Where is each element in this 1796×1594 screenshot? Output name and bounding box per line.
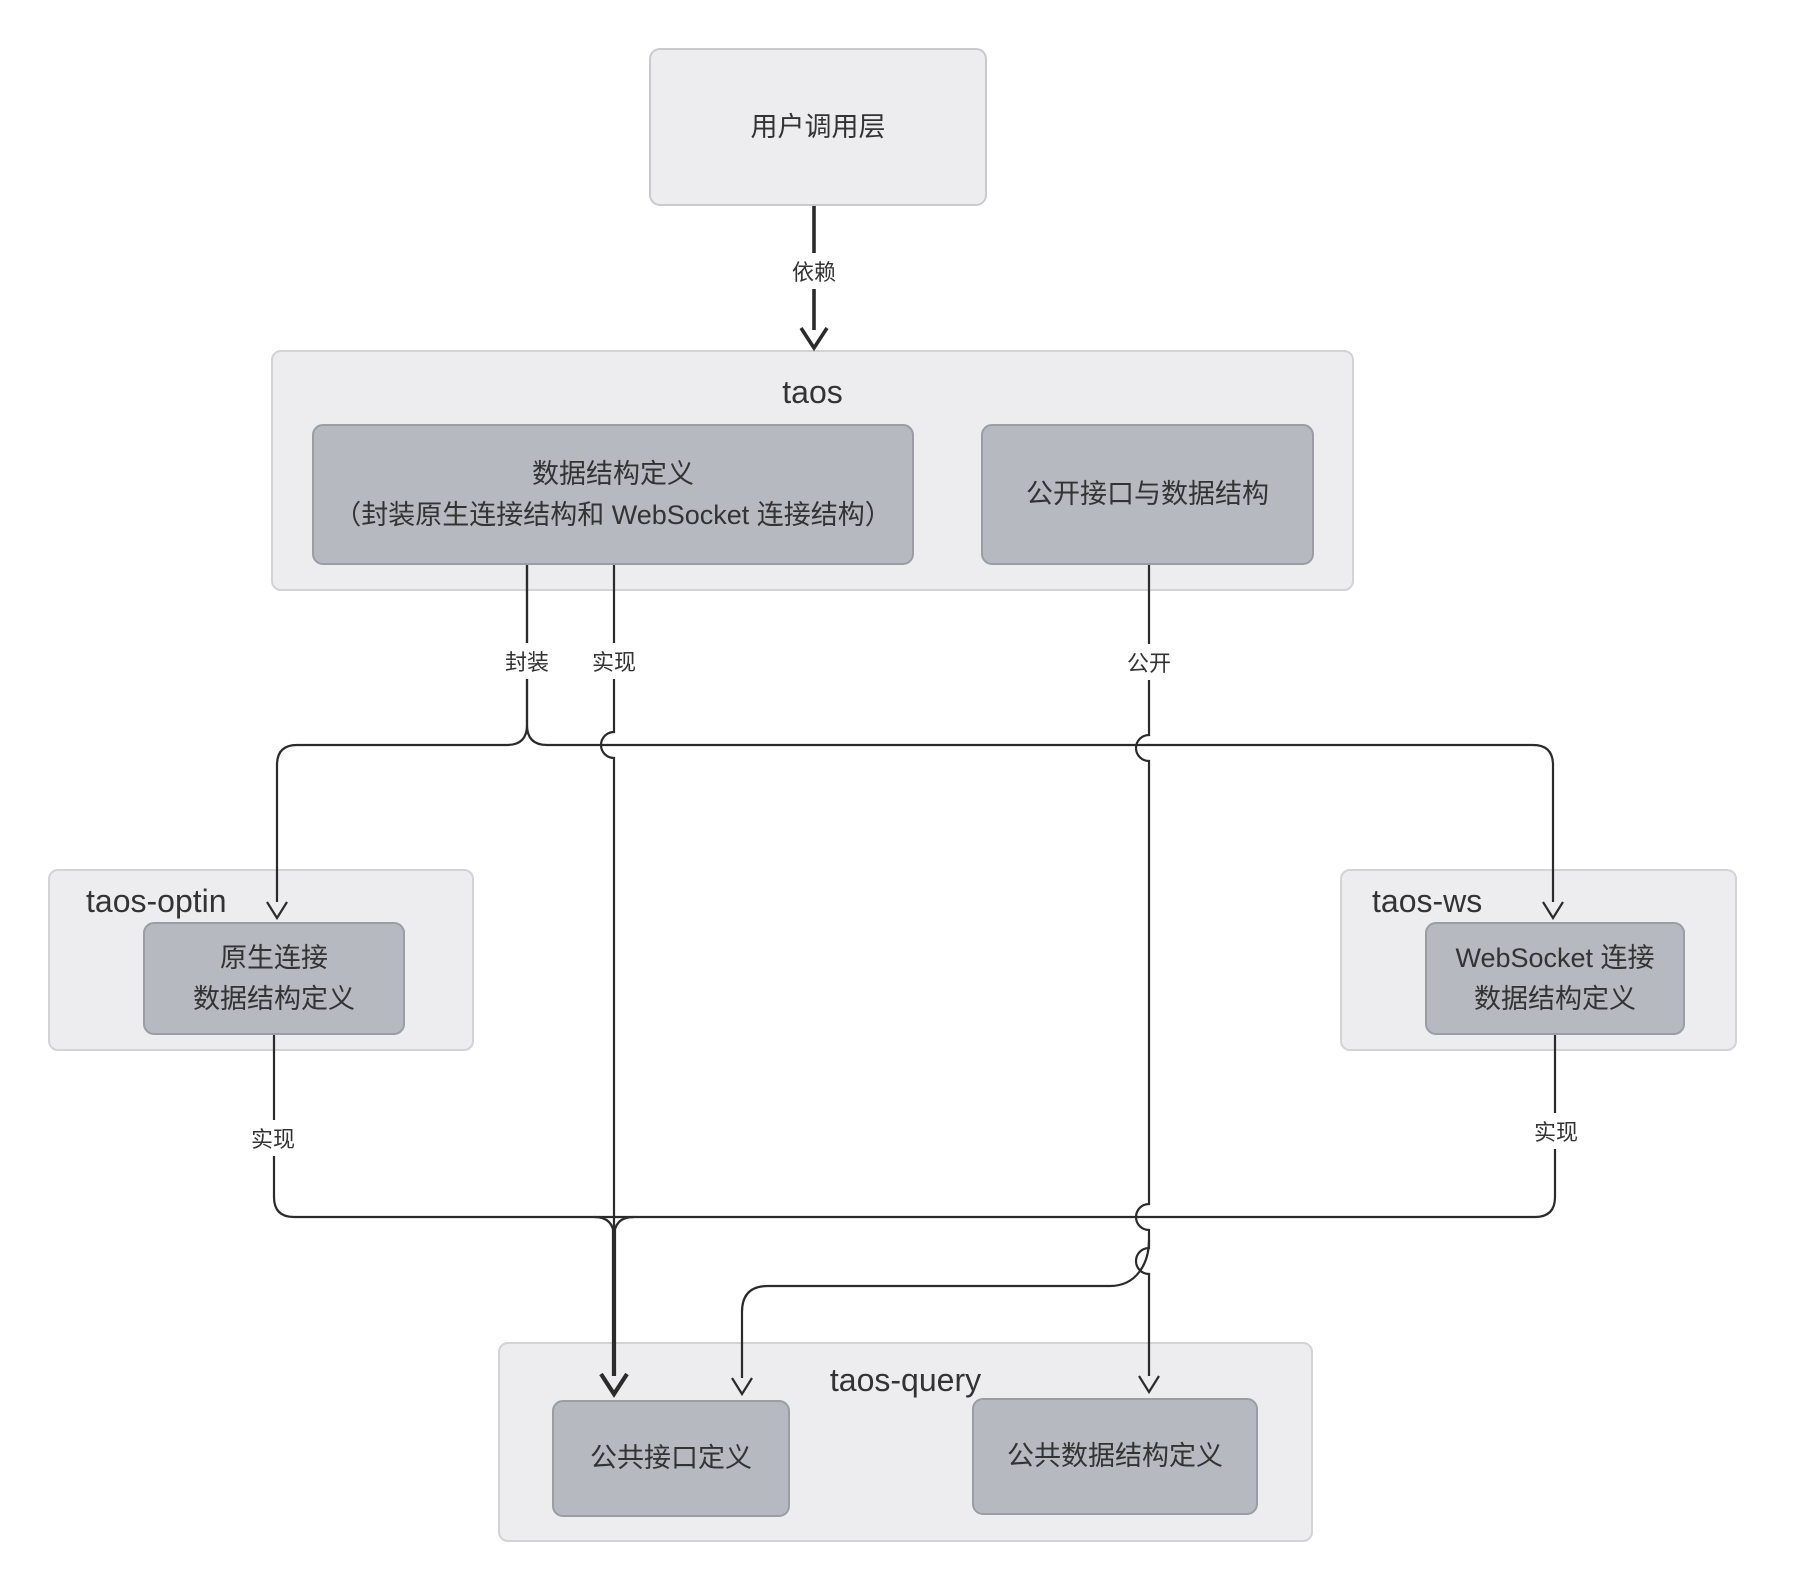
subgraph-taos-ws-title: taos-ws: [1372, 883, 1483, 919]
edge-impl-ws: [634, 1035, 1557, 1219]
edge-publish: [1134, 565, 1151, 1376]
node-websocket-connection: WebSocket 连接 数据结构定义: [1425, 922, 1685, 1035]
node-native-connection: 原生连接 数据结构定义: [143, 922, 405, 1035]
subgraph-taos-title: taos: [782, 374, 843, 410]
edge-impl-merge-right: [612, 1215, 635, 1238]
edge-impl-taos: [599, 565, 616, 1230]
edge-label-impl-ws: 实现: [1528, 1113, 1584, 1149]
arrowhead-depend-icon: [799, 327, 829, 352]
edge-label-publish: 公开: [1121, 644, 1177, 680]
node-public-interface: 公共接口定义: [552, 1400, 790, 1517]
node-data-struct-line1: 数据结构定义: [532, 459, 694, 489]
node-public-data-struct-label: 公共数据结构定义: [1007, 1441, 1223, 1472]
edge-impl-merge-left: [593, 1215, 616, 1238]
node-native-line2: 数据结构定义: [193, 983, 355, 1014]
edge-label-depend: 依赖: [786, 253, 842, 289]
arrowhead-wrap-ws-icon: [1542, 901, 1564, 921]
node-public-interface-label: 公共接口定义: [590, 1443, 752, 1474]
arrowhead-wrap-optin-icon: [266, 901, 288, 921]
subgraph-taos-query-title: taos-query: [829, 1362, 982, 1398]
node-public-api: 公开接口与数据结构: [981, 424, 1314, 565]
edge-wrap-to-ws: [525, 565, 1555, 902]
arrowhead-publish-icon: [1138, 1375, 1160, 1395]
subgraph-taos-optin-title: taos-optin: [86, 883, 227, 919]
node-native-line1: 原生连接: [220, 943, 328, 973]
node-data-struct-line2: （封装原生连接结构和 WebSocket 连接结构）: [334, 499, 892, 530]
edge-label-impl-optin: 实现: [245, 1120, 301, 1156]
edge-impl-optin: [272, 1035, 594, 1219]
node-user-layer: 用户调用层: [649, 48, 987, 206]
node-websocket-line2: 数据结构定义: [1474, 983, 1636, 1014]
arrowhead-impl-bold-icon: [599, 1372, 629, 1398]
edge-label-impl-taos: 实现: [586, 643, 642, 679]
node-data-struct-definition: 数据结构定义 （封装原生连接结构和 WebSocket 连接结构）: [312, 424, 914, 565]
edge-wrap-to-optin: [275, 565, 529, 902]
edge-label-wrap: 封装: [499, 643, 555, 679]
node-user-layer-label: 用户调用层: [750, 111, 886, 142]
node-websocket-line1: WebSocket 连接: [1455, 943, 1655, 973]
edge-publish-branch: [740, 1239, 1151, 1378]
node-public-data-struct: 公共数据结构定义: [972, 1398, 1258, 1515]
arrowhead-publish-branch-icon: [731, 1377, 753, 1397]
node-public-api-label: 公开接口与数据结构: [1026, 479, 1269, 510]
